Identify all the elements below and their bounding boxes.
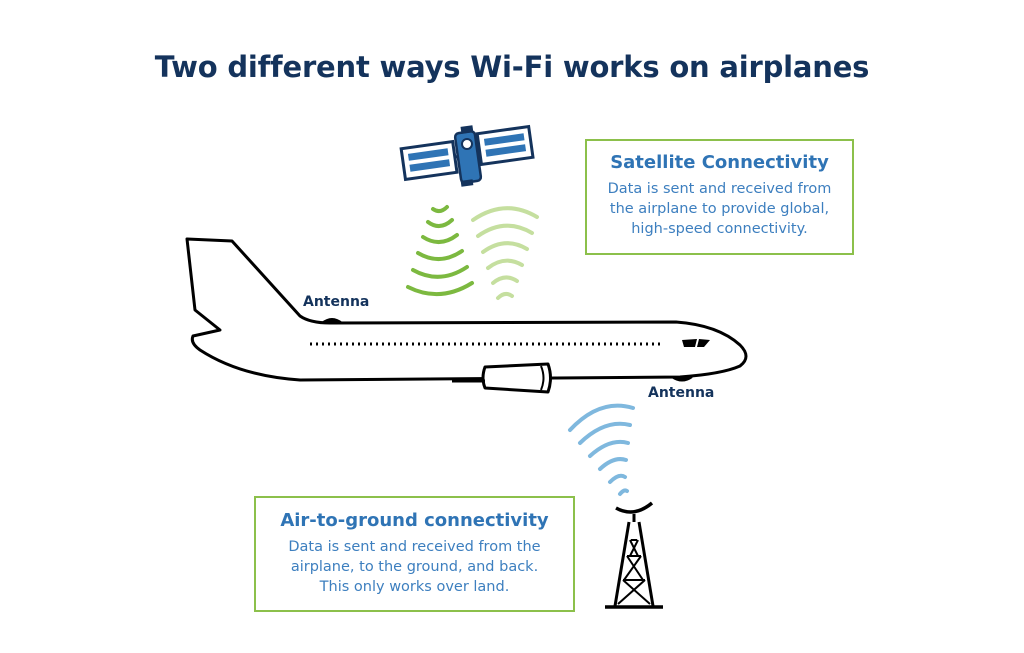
ground-box-title: Air-to-ground connectivity (280, 510, 549, 531)
antenna-label-bottom: Antenna (648, 385, 715, 401)
satellite-box-text: Data is sent and received from the airpl… (607, 181, 832, 237)
ground-box-text: Data is sent and received from the airpl… (288, 539, 541, 595)
tower-icon (605, 501, 663, 609)
satellite-signal-down (406, 205, 474, 297)
satellite-icon (399, 124, 535, 187)
page-title: Two different ways Wi-Fi works on airpla… (154, 50, 870, 84)
satellite-box-title: Satellite Connectivity (610, 152, 829, 173)
ground-signal (568, 403, 635, 496)
airplane-icon (185, 237, 748, 394)
air-to-ground-box: Air-to-ground connectivity Data is sent … (254, 496, 575, 612)
satellite-signal-up (471, 206, 539, 300)
satellite-connectivity-box: Satellite Connectivity Data is sent and … (585, 139, 854, 255)
antenna-label-top: Antenna (303, 294, 370, 310)
